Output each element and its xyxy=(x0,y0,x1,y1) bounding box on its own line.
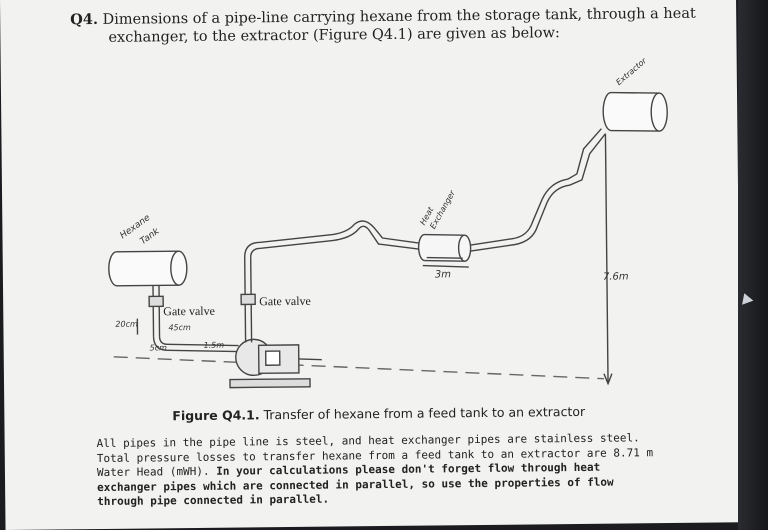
problem-paragraph: All pipes in the pipe line is steel, and… xyxy=(97,431,658,509)
question-number: Q4. xyxy=(70,10,99,29)
hexane-tank xyxy=(108,250,188,287)
screen-edge xyxy=(738,0,768,530)
label-gate-valve-left: Gate valve xyxy=(163,304,215,319)
label-20cm: 20cm xyxy=(115,320,138,329)
pump xyxy=(229,338,322,389)
figure-caption: Figure Q4.1. Transfer of hexane from a f… xyxy=(172,404,585,423)
extractor xyxy=(602,91,668,132)
pipeline-diagram: Hexane Tank Heat Exchanger Extractor 3m … xyxy=(108,56,668,389)
label-45cm: 45cm xyxy=(168,323,191,332)
label-height: 7.6m xyxy=(603,271,629,282)
label-hexane-tank-2: Tank xyxy=(138,226,162,247)
label-5cm: 5cm xyxy=(150,343,168,352)
caption-text: Transfer of hexane from a feed tank to a… xyxy=(263,403,586,423)
label-extractor: Extractor xyxy=(614,56,648,87)
caption-number: Figure Q4.1. xyxy=(172,407,260,424)
label-gate-valve-right: Gate valve xyxy=(259,294,311,309)
label-3m: 3m xyxy=(435,269,451,280)
label-1-5m: 1.5m xyxy=(204,341,225,350)
question-text: Q4. Dimensions of a pipe-line carrying h… xyxy=(70,5,700,48)
heat-exchanger xyxy=(417,233,472,268)
document-page: Q4. Dimensions of a pipe-line carrying h… xyxy=(0,0,742,530)
